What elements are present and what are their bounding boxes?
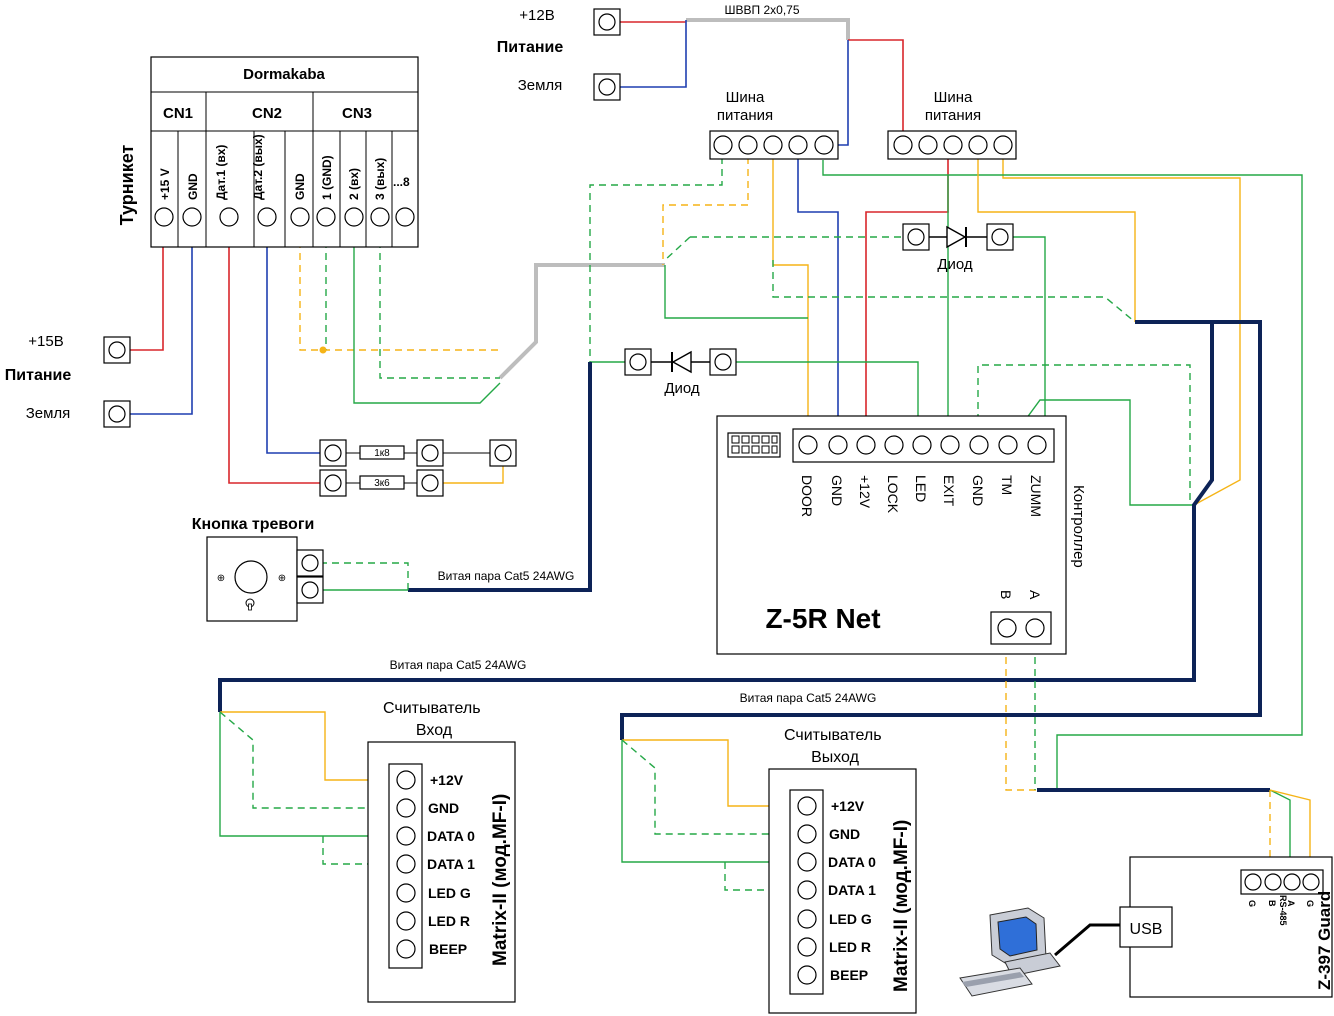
wires — [130, 18, 1311, 957]
controller-terminals — [798, 435, 1047, 455]
reader-pin-label: DATA 1 — [427, 856, 475, 872]
controller-z5r: DOOR GND +12V LOCK LED EXIT GND TM ZUMM … — [716, 415, 1087, 655]
reader-pin-label: GND — [428, 800, 459, 816]
cn3-header: CN3 — [342, 105, 372, 122]
turnstile-block: Турникет Dormakaba CN1 CN2 CN3 +15 V GND… — [117, 56, 419, 248]
reader-pin-label: +12V — [430, 772, 464, 788]
diode-middle: Диод — [624, 348, 737, 397]
controller-pin-label: DOOR — [799, 475, 815, 517]
reader-entry-terminals — [396, 770, 416, 959]
twisted-pair-label: Витая пара Cat5 24AWG — [390, 658, 527, 672]
power15-ground: Земля — [26, 405, 71, 422]
twisted-pair-label: Витая пара Cat5 24AWG — [740, 691, 877, 705]
reader-pin-label: LED G — [428, 885, 471, 901]
twisted-pair-label: Витая пара Cat5 24AWG — [438, 569, 575, 583]
reader-pin-label: DATA 0 — [828, 854, 876, 870]
turnstile-pin-label: Дат.2 (вых) — [251, 134, 265, 200]
rs485-b-label: B — [998, 590, 1014, 599]
reader-pin-label: GND — [829, 826, 860, 842]
rs485-a-label: A — [1027, 590, 1043, 600]
controller-pin-label: +12V — [857, 475, 873, 509]
reader-pin-label: DATA 0 — [427, 828, 475, 844]
turnstile-pin-label: ...8 — [393, 175, 410, 189]
turnstile-pin-label: GND — [186, 173, 200, 200]
controller-pin-label: ZUMM — [1028, 475, 1044, 517]
reader-pin-label: BEEP — [429, 941, 467, 957]
diode-top: Диод — [902, 223, 1014, 273]
reader-entry: Считыватель Вход +12V GND DATA 0 DATA 1 … — [367, 700, 516, 1003]
power12-ground: Земля — [518, 77, 563, 94]
cn2-header: CN2 — [252, 105, 282, 122]
turnstile-terminals — [154, 207, 415, 227]
power15-title: Питание — [5, 367, 72, 384]
alarm-button-label: Кнопка тревоги — [192, 516, 315, 533]
usb-label: USB — [1130, 921, 1163, 938]
controller-pin-label: TM — [999, 475, 1015, 495]
diode-label: Диод — [937, 256, 973, 273]
reader-pin-label: LED R — [428, 913, 470, 929]
reader-exit-model: Matrix-II (мод.MF-I) — [891, 820, 912, 992]
reader-exit: Считыватель Выход +12V GND DATA 0 DATA 1… — [768, 727, 917, 1014]
controller-label: Контроллер — [1070, 485, 1087, 568]
controller-pin-label: LOCK — [885, 475, 901, 514]
guard-pin-label: B — [1267, 900, 1277, 907]
alarm-button: Кнопка тревоги ⊕ ⊕ — [192, 516, 324, 622]
resistor-value: 1к8 — [374, 448, 390, 459]
controller-pin-label: GND — [829, 475, 845, 506]
guard-pin-label: A — [1286, 900, 1296, 907]
turnstile-pin-label: 3 (вых) — [373, 158, 387, 200]
cable-label: ШВВП 2х0,75 — [725, 3, 800, 17]
controller-model: Z-5R Net — [765, 603, 880, 634]
reader-pin-label: LED G — [829, 911, 872, 927]
resistor-block: 1к8 3к6 — [319, 439, 517, 497]
reader-pin-label: BEEP — [830, 967, 868, 983]
turnstile-pin-label: 2 (вх) — [347, 168, 361, 200]
power-15v: +15В Питание Земля — [5, 333, 131, 428]
power12-voltage: +12В — [519, 7, 554, 24]
resistor-value: 3к6 — [374, 478, 390, 489]
turnstile-pin-label: 1 (GND) — [320, 155, 334, 200]
turnstile-pin-label: +15 V — [158, 168, 172, 200]
computer-icon — [959, 907, 1061, 997]
turnstile-pin-label: GND — [293, 173, 307, 200]
reader-exit-terminals — [797, 796, 817, 985]
turnstile-label: Турникет — [117, 145, 137, 226]
converter-z397: USB G B A G RS-485 Z-397 Guard — [1119, 856, 1334, 998]
reader-entry-model: Matrix-II (мод.MF-I) — [490, 794, 511, 966]
power12-title: Питание — [497, 39, 564, 56]
svg-text:⊕: ⊕ — [278, 573, 286, 584]
controller-pin-label: GND — [970, 475, 986, 506]
controller-pin-label: LED — [913, 475, 929, 502]
reader-pin-label: +12V — [831, 798, 865, 814]
guard-model: Z-397 Guard — [1315, 891, 1334, 990]
reader-entry-title: Считыватель Вход — [383, 700, 485, 739]
guard-rs485-label: RS-485 — [1278, 895, 1288, 926]
reader-pin-label: DATA 1 — [828, 882, 876, 898]
reader-exit-title: Считыватель Выход — [784, 727, 886, 766]
controller-pin-label: EXIT — [941, 475, 957, 507]
cn1-header: CN1 — [163, 105, 193, 122]
diode-label: Диод — [664, 380, 700, 397]
reader-pin-label: LED R — [829, 939, 871, 955]
guard-pin-label: G — [1247, 900, 1257, 907]
turnstile-brand: Dormakaba — [243, 66, 325, 83]
turnstile-pin-label: Дат.1 (вх) — [214, 145, 228, 200]
power-12v: +12В Питание Земля ШВВП 2х0,75 — [497, 3, 800, 101]
power15-voltage: +15В — [28, 333, 63, 350]
svg-text:⊕: ⊕ — [217, 573, 225, 584]
guard-pin-label: G — [1305, 900, 1315, 907]
